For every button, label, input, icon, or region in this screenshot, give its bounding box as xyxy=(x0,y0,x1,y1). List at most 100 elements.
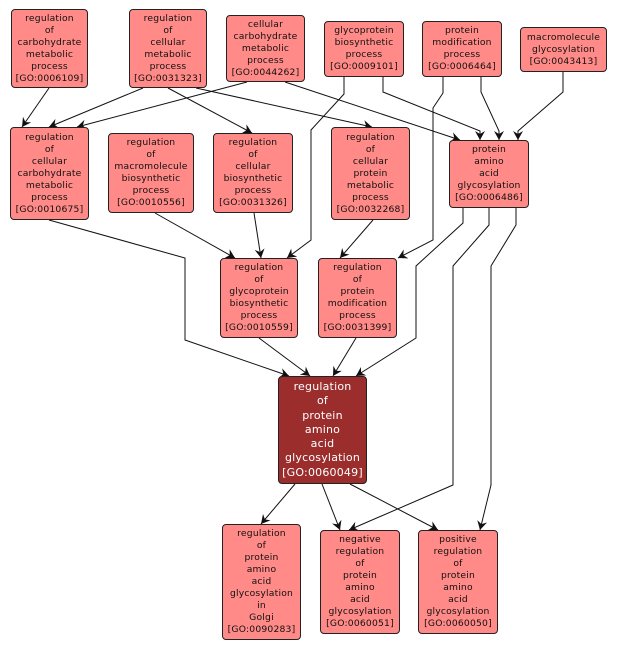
node-label-line: process xyxy=(339,310,376,321)
node-label-line: amino xyxy=(474,156,504,167)
node-label-line: of xyxy=(355,558,365,569)
node-label-line: [GO:0090283] xyxy=(227,624,296,635)
node-label-line: acid xyxy=(251,576,272,587)
node-label-line: process xyxy=(247,54,284,66)
node-label-line: amino xyxy=(246,564,277,575)
edge-0031323-to-0010675 xyxy=(48,87,144,129)
node-label-line: of xyxy=(146,149,156,160)
node-label-line: macromolecule xyxy=(114,161,188,172)
node-label-line: [GO:0010675] xyxy=(15,203,84,215)
edge-0060049-to-0090283 xyxy=(260,483,296,525)
node-label-line: process xyxy=(31,191,68,203)
node-label-line: regulation xyxy=(234,262,284,273)
node-label-line: metabolic xyxy=(144,48,192,60)
node-label-line: regulation xyxy=(228,137,278,148)
edge-0060049-to-0060050 xyxy=(349,483,439,531)
node-label-line: positive xyxy=(439,534,477,545)
node-label-line: regulation xyxy=(293,379,352,393)
node-label-line: amino xyxy=(304,422,341,436)
node-label-line: glycosylation xyxy=(284,451,361,465)
edge-0006464-to-0006486 xyxy=(480,77,504,140)
edge-0009101-to-0006486 xyxy=(382,77,485,140)
node-label-line: [GO:0009101] xyxy=(330,61,398,72)
node-label-line: metabolic xyxy=(25,179,74,191)
node-label-line: cellular xyxy=(352,155,389,167)
node-label-line: regulation xyxy=(333,262,382,273)
edge-0010556-to-0010559 xyxy=(154,212,236,259)
node-label-line: cellular xyxy=(31,155,68,167)
node-label-line: of xyxy=(248,149,258,160)
node-label-line: metabolic xyxy=(25,48,74,60)
node-label-line: [GO:0031323] xyxy=(134,72,202,84)
node-label-line: of xyxy=(256,540,267,551)
node-label-line: process xyxy=(31,60,68,72)
node-label-line: carbohydrate xyxy=(17,36,82,48)
node-label-line: [GO:0060050] xyxy=(424,618,492,629)
node-label-line: process xyxy=(345,49,383,60)
node-label-line: [GO:0031326] xyxy=(219,197,287,208)
node-label-line: amino xyxy=(443,582,473,593)
node-label-line: protein xyxy=(440,570,476,581)
node-label-line: cellular xyxy=(247,18,284,30)
node-label-line: [GO:0010556] xyxy=(117,197,185,208)
node-label-line: protein xyxy=(244,552,279,563)
node-label-line: negative xyxy=(339,534,381,545)
edge-0032268-to-0031399 xyxy=(339,219,374,259)
node-label-line: regulation xyxy=(126,137,176,148)
node-label-line: cellular xyxy=(150,36,186,48)
node-label-line: [GO:0006109] xyxy=(15,72,84,84)
edge-0044262-to-0010675 xyxy=(76,81,248,130)
node-label-line: protein xyxy=(444,25,480,36)
node-label-line: protein xyxy=(471,144,507,155)
edge-0031323-to-0032268 xyxy=(195,87,373,130)
node-label-line: glycoprotein xyxy=(229,286,289,297)
node-label-line: process xyxy=(234,185,272,196)
node-label-line: [GO:0060051] xyxy=(326,618,394,629)
node-label-line: of xyxy=(365,143,376,155)
node-label-line: glycosylation xyxy=(531,43,596,55)
node-label-line: [GO:0006486] xyxy=(455,192,523,203)
node-label-line: process xyxy=(149,60,187,72)
node-label-line: acid xyxy=(350,594,370,605)
node-label-line: biosynthetic xyxy=(334,37,394,48)
node-label-line: process xyxy=(352,191,389,203)
node-label-line: [GO:0032268] xyxy=(336,203,405,215)
node-label-line: Golgi xyxy=(249,612,274,623)
node-label-line: regulation xyxy=(335,546,385,557)
node-label-line: regulation xyxy=(237,528,286,539)
node-label-line: [GO:0010559] xyxy=(225,322,293,333)
node-label-line: acid xyxy=(448,594,468,605)
edge-0044262-to-0006486 xyxy=(284,81,461,142)
node-label-line: process xyxy=(240,310,278,321)
edge-0043413-to-0006486 xyxy=(513,72,564,140)
edge-0010675-to-0060049 xyxy=(48,219,290,378)
node-label-line: of xyxy=(453,558,463,569)
node-label-line: process xyxy=(132,185,170,196)
node-label-line: [GO:0043413] xyxy=(529,55,598,67)
node-label-line: glycosylation xyxy=(426,606,490,617)
edge-0031326-to-0010559 xyxy=(253,212,265,259)
edge-0006486-to-0060050 xyxy=(477,208,517,531)
node-label-line: of xyxy=(163,24,173,36)
node-label-line: modification xyxy=(327,298,388,309)
node-label-line: regulation xyxy=(25,131,74,143)
node-label-line: of xyxy=(44,24,55,36)
